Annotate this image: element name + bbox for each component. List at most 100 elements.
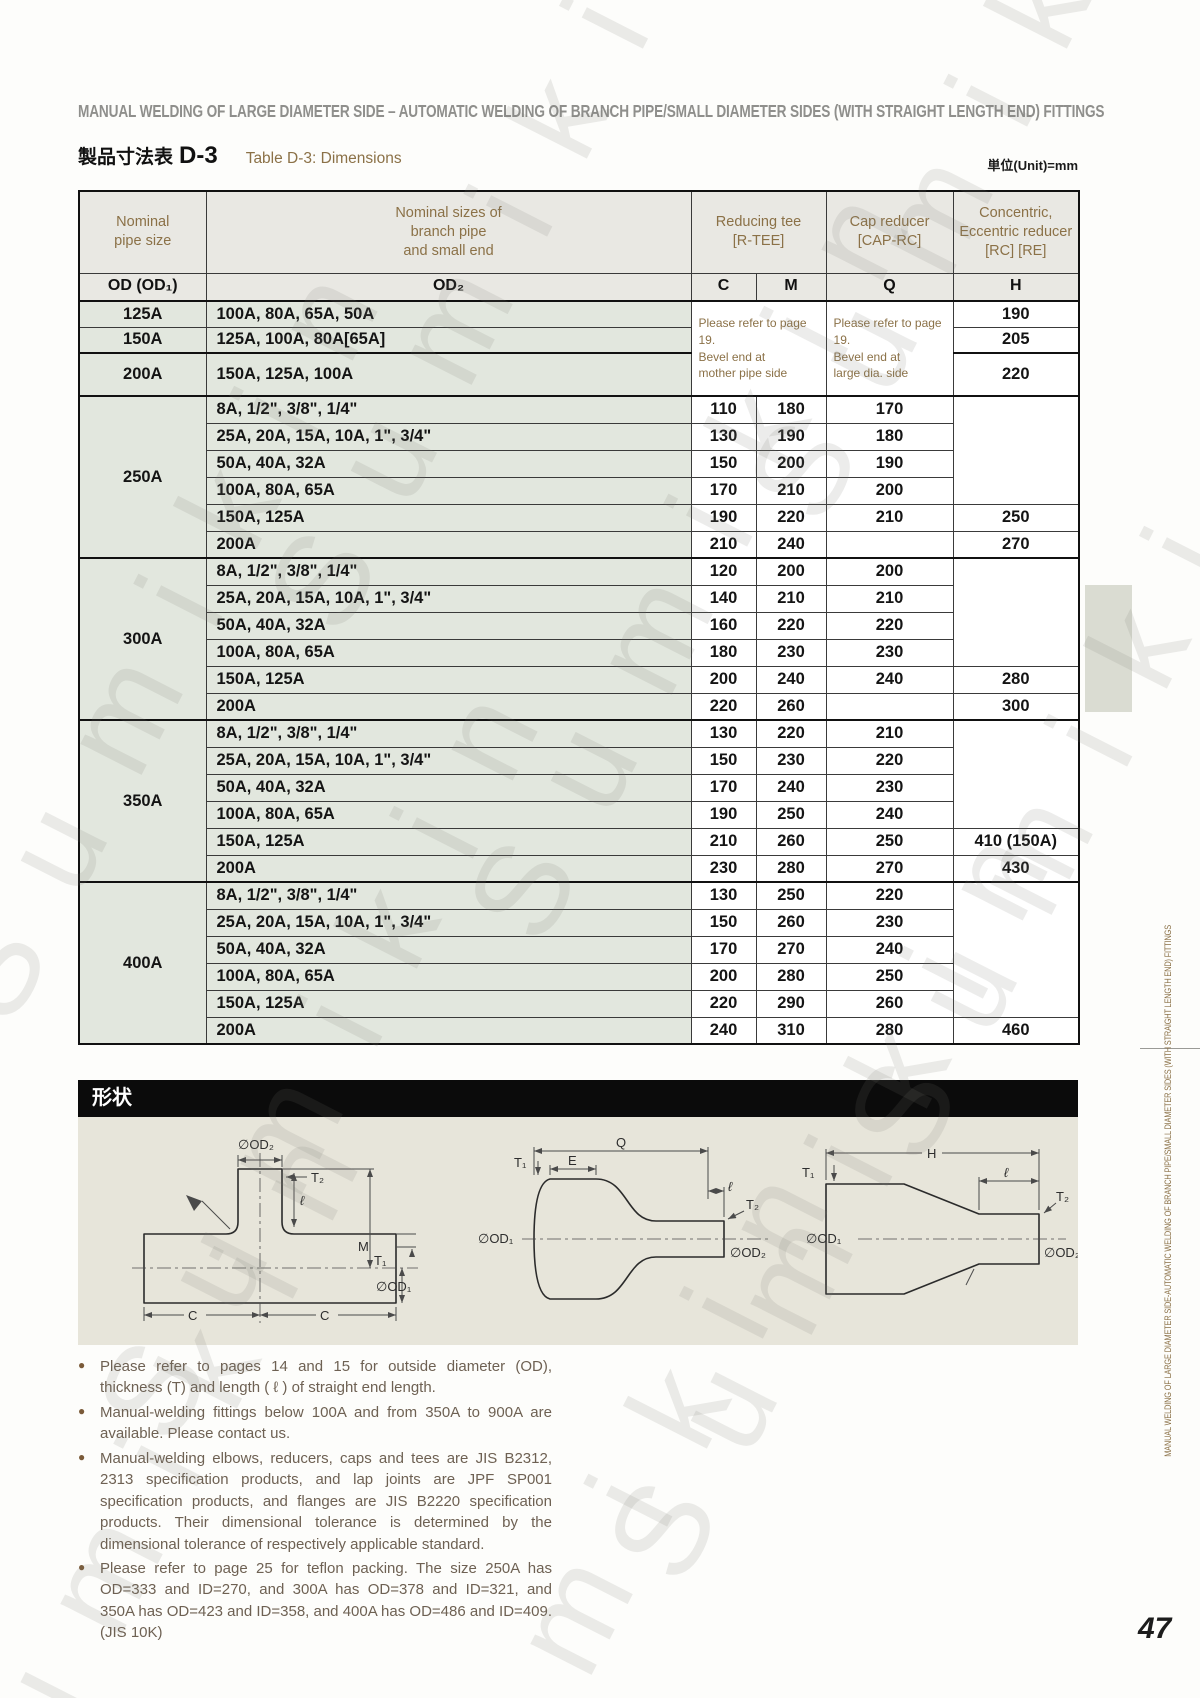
dim-label-l: ℓ [300, 1193, 305, 1208]
m-cell: 220 [755, 611, 827, 640]
h-cell: 280 [952, 665, 1080, 694]
m-cell: 280 [755, 854, 827, 883]
h-cell: 460 [952, 1016, 1080, 1045]
list-item: ●Manual-welding elbows, reducers, caps a… [78, 1448, 552, 1555]
m-cell: 240 [755, 665, 827, 694]
table-row: 200A 220 260 300 [79, 692, 1080, 721]
branch-cell: 8A, 1/2", 3/8", 1/4" [205, 881, 692, 910]
dim-label-l: ℓ [1004, 1165, 1009, 1180]
c-cell: 160 [690, 611, 757, 640]
q-cell: 240 [825, 665, 954, 694]
h-cell: 190 [952, 300, 1080, 328]
branch-cell: 50A, 40A, 32A [205, 449, 692, 478]
table-row: 50A, 40A, 32A 170 240 230 [79, 773, 1079, 802]
m-cell: 210 [755, 584, 827, 613]
shape-section-label: 形状 [92, 1087, 132, 1109]
q-cell: 230 [825, 908, 954, 937]
c-cell: 120 [690, 557, 757, 586]
table-row: 150A 125A, 100A, 80A[65A] 205 [78, 326, 1080, 354]
col-header-reducer: Concentric, Eccentric reducer [RC] [RE] [952, 190, 1080, 274]
h-blank-cell [952, 719, 1080, 829]
dim-label-t2: T₂ [1056, 1189, 1069, 1204]
branch-cell: 50A, 40A, 32A [205, 773, 692, 802]
dim-label-t2: T₂ [311, 1170, 324, 1185]
branch-cell: 8A, 1/2", 3/8", 1/4" [205, 557, 692, 586]
subheader-c: C [690, 272, 757, 302]
bullet-icon: ● [78, 1358, 86, 1372]
q-cell [825, 530, 954, 559]
branch-cell: 25A, 20A, 15A, 10A, 1", 3/4" [205, 908, 692, 937]
q-cell: 240 [825, 935, 954, 964]
branch-cell: 100A, 80A, 65A, 50A [205, 300, 692, 328]
dim-label-q: Q [616, 1135, 626, 1150]
c-cell: 240 [690, 1016, 757, 1045]
table-row: 400A 8A, 1/2", 3/8", 1/4" 130 250 220 [78, 881, 1080, 1045]
shape-section-header: 形状 [78, 1080, 1078, 1117]
q-cell: 190 [825, 449, 954, 478]
table-row: 50A, 40A, 32A 160 220 220 [79, 611, 1079, 640]
branch-cell: 25A, 20A, 15A, 10A, 1", 3/4" [205, 422, 692, 451]
branch-cell: 150A, 125A, 100A [205, 352, 692, 397]
q-cell: 260 [825, 989, 954, 1018]
dim-label-t2: T₂ [746, 1197, 759, 1212]
branch-cell: 8A, 1/2", 3/8", 1/4" [205, 719, 692, 748]
m-cell: 240 [755, 773, 827, 802]
dim-label-c-left: C [188, 1308, 197, 1323]
m-cell: 270 [755, 935, 827, 964]
table-row: 125A 100A, 80A, 65A, 50A Please refer to… [78, 300, 1080, 397]
size-cell: 150A [78, 326, 207, 354]
q-cell: 280 [825, 1016, 954, 1045]
size-cell: 125A [78, 300, 207, 328]
h-cell: 430 [952, 854, 1080, 883]
q-cell: 200 [825, 557, 954, 586]
col-header-rtee: Reducing tee [R-TEE] [690, 190, 827, 274]
q-cell: 220 [825, 881, 954, 910]
col-header-cap: Cap reducer [CAP-RC] [825, 190, 954, 274]
h-cell: 250 [952, 503, 1080, 532]
table-row: 50A, 40A, 32A 170 270 240 [79, 935, 1079, 964]
c-cell: 140 [690, 584, 757, 613]
note-cell-cap: Please refer to page 19. Bevel end at la… [825, 300, 954, 397]
c-cell: 130 [690, 881, 757, 910]
q-cell: 210 [825, 584, 954, 613]
branch-cell: 150A, 125A [205, 989, 692, 1018]
m-cell: 220 [755, 503, 827, 532]
dim-label-od1: ∅OD₁ [478, 1231, 514, 1246]
m-cell: 230 [755, 638, 827, 667]
h-blank-cell [952, 395, 1080, 505]
m-cell: 220 [755, 719, 827, 748]
q-cell: 250 [825, 962, 954, 991]
dim-label-m: M [358, 1239, 369, 1254]
subheader-q: Q [825, 272, 954, 302]
h-cell: 205 [952, 326, 1080, 354]
table-row: 200A 150A, 125A, 100A 220 [78, 352, 1080, 397]
dimensions-table: Nominal pipe size Nominal sizes of branc… [78, 190, 1081, 1045]
m-cell: 240 [755, 530, 827, 559]
list-item: ●Please refer to pages 14 and 15 for out… [78, 1356, 552, 1399]
q-cell: 210 [825, 503, 954, 532]
size-cell: 200A [78, 352, 207, 397]
col-header-nominal: Nominal pipe size [78, 190, 207, 274]
col-header-branch: Nominal sizes of branch pipe and small e… [205, 190, 692, 274]
m-cell: 190 [755, 422, 827, 451]
branch-cell: 50A, 40A, 32A [205, 611, 692, 640]
bullet-icon: ● [78, 1449, 86, 1464]
footnotes-list: ●Please refer to pages 14 and 15 for out… [78, 1356, 552, 1647]
margin-rule [1140, 1048, 1200, 1049]
branch-cell: 200A [205, 692, 692, 721]
branch-cell: 100A, 80A, 65A [205, 800, 692, 829]
table-title-code: D-3 [179, 142, 218, 169]
c-cell: 130 [690, 719, 757, 748]
m-cell: 200 [755, 449, 827, 478]
table-row: 100A, 80A, 65A 170 210 200 [79, 476, 1079, 505]
table-row: 200A 240 310 280 460 [79, 1016, 1080, 1045]
m-cell: 310 [755, 1016, 827, 1045]
branch-cell: 200A [205, 530, 692, 559]
c-cell: 170 [690, 773, 757, 802]
c-cell: 150 [690, 449, 757, 478]
bullet-icon: ● [78, 1559, 86, 1574]
table-row: 250A 8A, 1/2", 3/8", 1/4" 110 180 170 [78, 395, 1080, 559]
dim-label-t1: T₁ [802, 1165, 815, 1180]
table-row: 350A 8A, 1/2", 3/8", 1/4" 130 220 210 [78, 719, 1080, 883]
q-cell: 200 [825, 476, 954, 505]
